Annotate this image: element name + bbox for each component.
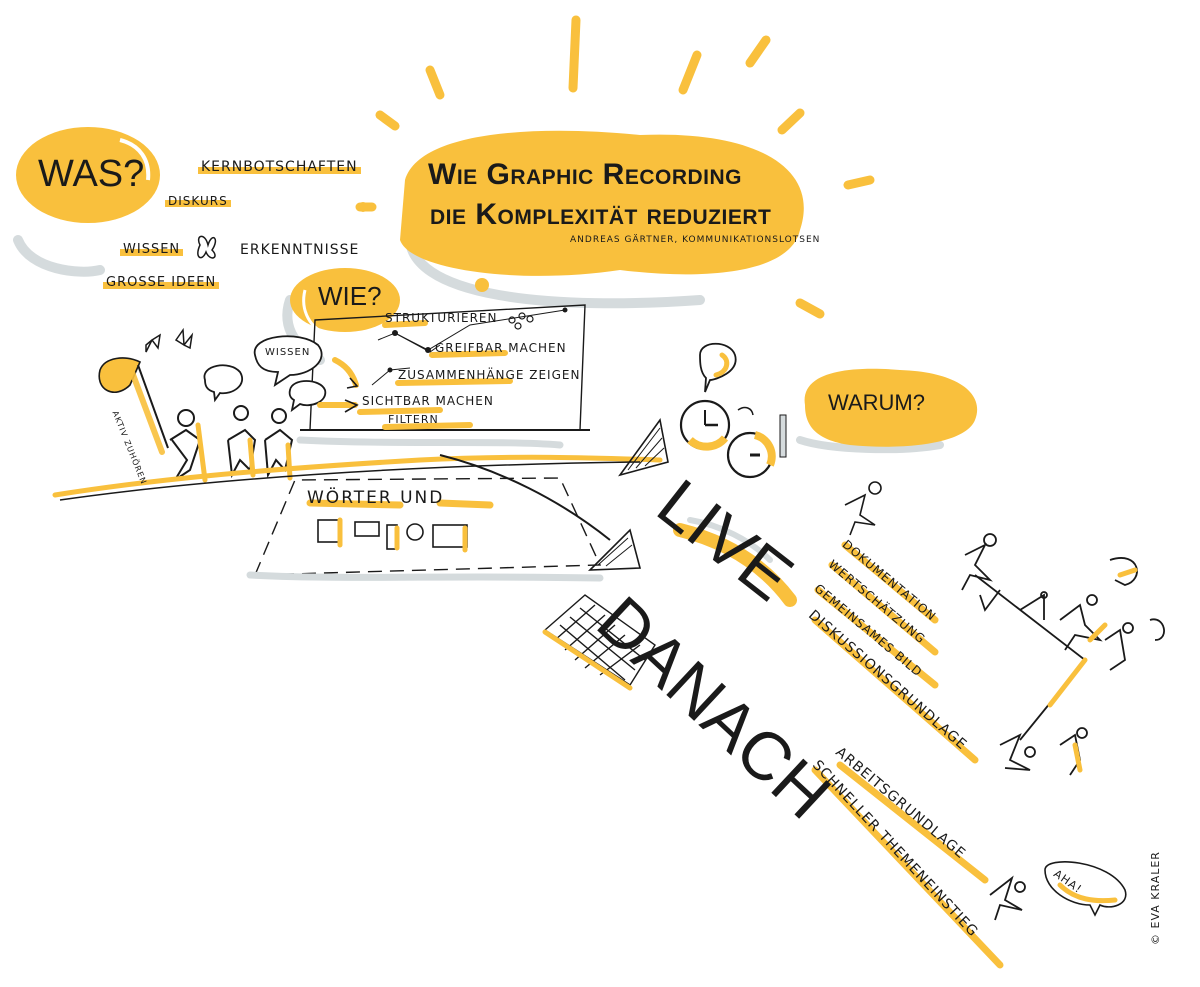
clock-icon (679, 399, 776, 479)
sun-rays-icon (355, 15, 875, 319)
was-item-diskurs: Diskurs (165, 195, 231, 207)
warum-blob (804, 368, 978, 447)
was-item-erkenntnisse: Erkenntnisse (240, 242, 360, 258)
was-item-grosse-ideen: Grosse Ideen (103, 276, 219, 289)
board-item-zusammenhaenge: Zusammenhänge zeigen (398, 368, 581, 382)
board-item-filtern: Filtern (388, 413, 439, 426)
wie-heading: Wie? (318, 281, 382, 311)
was-item-kernbotschaften: Kernbotschaften (198, 160, 361, 174)
board-item-sichtbar: Sichtbar machen (362, 394, 494, 408)
lower-board-label: Wörter und (307, 488, 445, 508)
title-blob (400, 130, 804, 276)
warum-heading: Warum? (828, 390, 925, 415)
was-heading: Was? (38, 153, 145, 195)
was-blob (16, 127, 160, 223)
board-item-greifbar: Greifbar machen (435, 341, 567, 355)
butterfly-icon (145, 235, 217, 353)
was-item-wissen: Wissen (120, 243, 183, 256)
board-item-strukturieren: Strukturieren (385, 311, 498, 325)
wie-blob (290, 268, 400, 332)
copyright: © Eva Kraler (1149, 851, 1162, 945)
speech-bubble-wissen: Wissen (265, 347, 311, 358)
title-line-1: Wie Graphic Recording (428, 158, 743, 191)
title-line-2: die Komplexität reduziert (430, 198, 772, 231)
title-author: Andreas Gärtner, Kommunikationslotsen (570, 235, 821, 245)
